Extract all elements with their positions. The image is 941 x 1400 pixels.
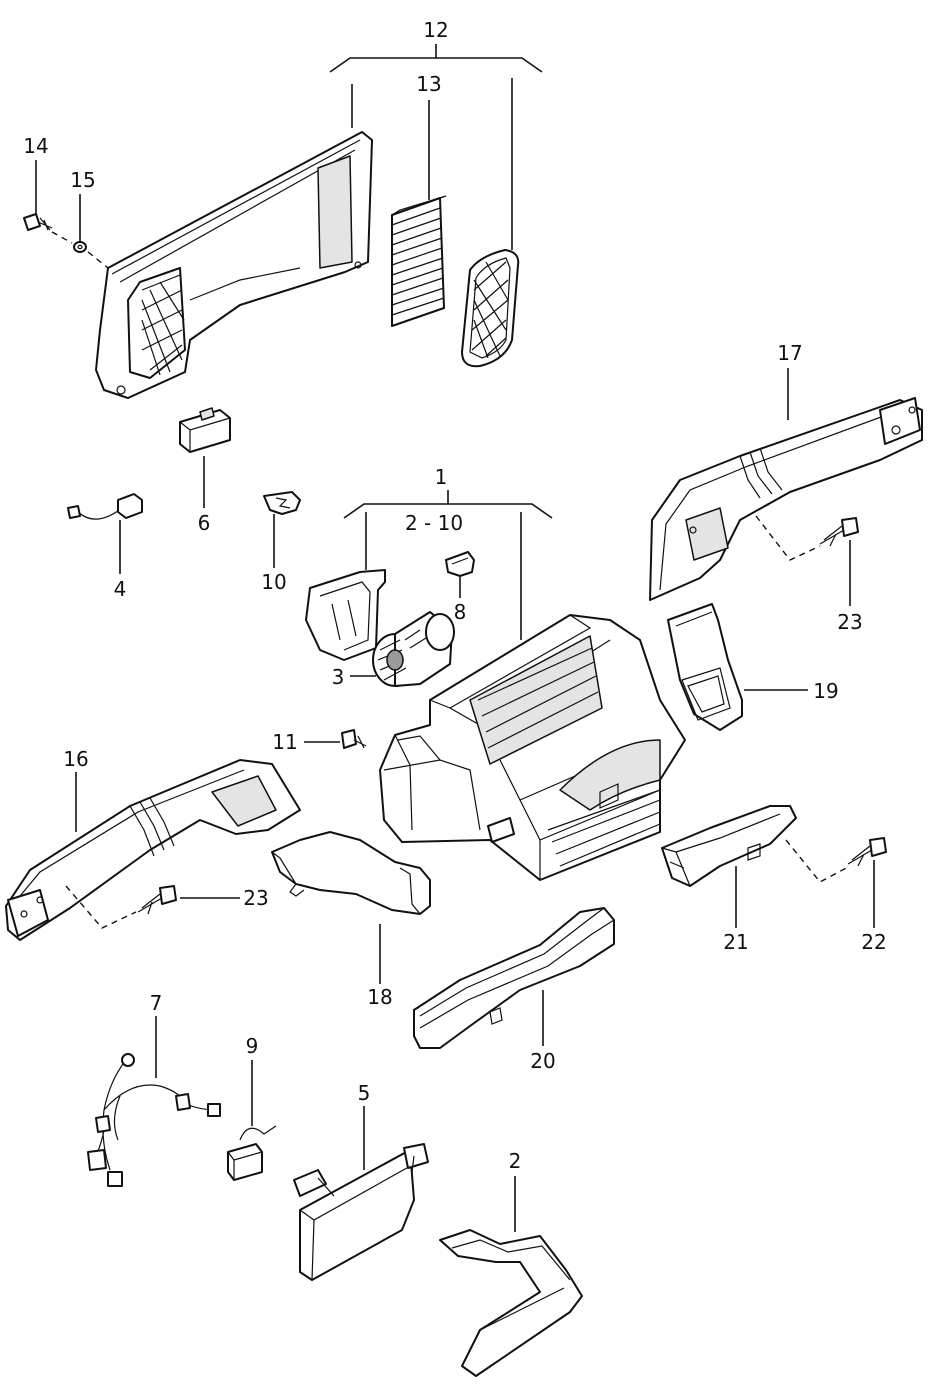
callout-4: 4 [114, 577, 127, 601]
screw-23-upper [819, 517, 859, 547]
callout-21: 21 [723, 930, 748, 954]
callout-20: 20 [530, 1049, 555, 1073]
callout-9: 9 [246, 1034, 259, 1058]
sensor-4 [67, 493, 143, 520]
connector-9 [227, 1125, 277, 1181]
air-duct-17 [649, 397, 923, 601]
screw-23-lower [137, 885, 177, 915]
callout-19: 19 [813, 679, 838, 703]
callout-23-upper: 23 [837, 610, 862, 634]
screw-11 [341, 729, 367, 749]
blower-motor-3 [372, 611, 455, 687]
air-duct-20 [413, 907, 615, 1049]
callout-6: 6 [198, 511, 211, 535]
callout-14: 14 [23, 134, 48, 158]
callout-12: 12 [423, 18, 448, 42]
air-duct-21 [661, 805, 797, 887]
callout-17: 17 [777, 341, 802, 365]
wiring-harness-7 [87, 1053, 221, 1187]
resistor-6 [179, 407, 231, 453]
callout-16: 16 [63, 747, 88, 771]
blower-cover [305, 569, 386, 661]
callout-22: 22 [861, 930, 886, 954]
clip-10 [263, 491, 301, 515]
callout-18: 18 [367, 985, 392, 1009]
callout-23-lower: 23 [243, 886, 268, 910]
air-intake-housing [95, 131, 373, 399]
callout-7: 7 [150, 991, 163, 1015]
callout-2-10: 2 - 10 [405, 511, 463, 535]
callout-13: 13 [416, 72, 441, 96]
callout-15: 15 [70, 168, 95, 192]
callout-3: 3 [332, 665, 345, 689]
leader-lines [35, 44, 875, 1232]
connector-8 [445, 551, 475, 577]
callout-1: 1 [435, 465, 448, 489]
air-duct-16 [5, 759, 301, 941]
callout-8: 8 [454, 600, 467, 624]
heater-core-5 [293, 1143, 429, 1281]
heater-housing [379, 614, 686, 881]
filter-grille [461, 249, 520, 368]
screw-22 [847, 837, 887, 867]
screw-14 [23, 213, 53, 231]
callout-11: 11 [272, 730, 297, 754]
callout-10: 10 [261, 570, 286, 594]
air-duct-19 [667, 603, 743, 731]
washer-15 [73, 241, 87, 253]
callout-labels: 12 13 14 15 17 1 2 - 10 6 4 10 8 23 3 19… [23, 18, 886, 1173]
pollen-filter [391, 195, 447, 327]
callout-2: 2 [509, 1149, 522, 1173]
callout-5: 5 [358, 1081, 371, 1105]
air-duct-18 [271, 831, 431, 915]
heater-pipes-2 [439, 1229, 583, 1377]
